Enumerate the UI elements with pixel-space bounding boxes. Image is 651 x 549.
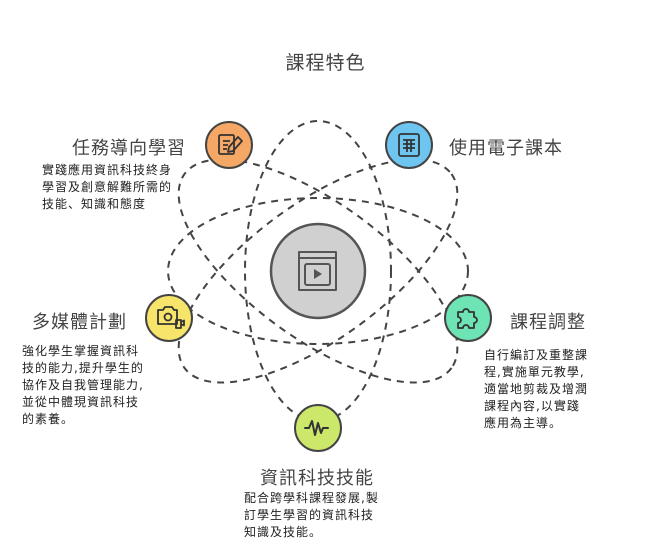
adjust-desc: 自行編訂及重整課 程,實施單元教學, 適當地剪裁及增潤 課程內容,以實踐 應用為…: [484, 347, 588, 432]
multimedia-desc-line: 協作及自我管理能力,: [22, 378, 144, 392]
orbit-diagonal-a: [177, 158, 459, 384]
orbit-group: [167, 120, 469, 422]
multimedia-desc: 強化學生掌握資訊科 技的能力,提升學生的 協作及自我管理能力, 並從中體現資訊科…: [22, 343, 144, 428]
center-hub: [269, 222, 367, 320]
node-skills: [294, 404, 342, 452]
orbit-horizontal: [167, 197, 469, 345]
multimedia-label: 多媒體計劃: [32, 312, 127, 333]
pencil-clipboard-icon: [218, 134, 243, 155]
multimedia-desc-line: 的素養。: [22, 412, 75, 426]
adjust-desc-line: 應用為主導。: [484, 416, 563, 430]
task-desc-line: 實踐應用資訊科技終身: [42, 163, 173, 177]
skills-desc-line: 知識及技能。: [244, 525, 323, 539]
orbit-vertical: [244, 120, 392, 422]
node-multimedia: [145, 294, 193, 342]
video-book-icon: [298, 251, 337, 291]
waveform-icon: [304, 420, 329, 436]
multimedia-desc-line: 並從中體現資訊科技: [22, 395, 140, 409]
skills-desc-line: 訂學生學習的資訊科技: [244, 508, 375, 522]
multimedia-desc-line: 強化學生掌握資訊科: [22, 344, 140, 358]
adjust-desc-line: 適當地剪裁及增潤: [484, 382, 589, 396]
adjust-desc-line: 課程內容,以實踐: [484, 399, 580, 413]
skills-desc: 配合跨學科課程發展,製 訂學生學習的資訊科技 知識及技能。: [244, 490, 379, 541]
camera-video-icon: [157, 306, 185, 329]
orbit-diagonal-b: [177, 158, 459, 384]
skills-label: 資訊科技技能: [260, 468, 374, 489]
adjust-desc-line: 程,實施單元教學,: [484, 365, 585, 379]
node-adjust: [444, 294, 492, 342]
adjust-desc-line: 自行編訂及重整課: [484, 348, 589, 362]
ebook-label: 使用電子課本: [449, 138, 563, 159]
task-desc: 實踐應用資訊科技終身 學習及創意解難所需的 技能、知識和態度: [42, 162, 172, 213]
diagram-title: 課程特色: [285, 52, 366, 74]
puzzle-icon: [457, 308, 478, 329]
task-label: 任務導向學習: [72, 138, 186, 159]
adjust-label: 課程調整: [510, 312, 586, 333]
ebook-reader-icon: [398, 133, 420, 157]
task-desc-line: 技能、知識和態度: [42, 197, 147, 211]
multimedia-desc-line: 技的能力,提升學生的: [22, 361, 144, 375]
task-desc-line: 學習及創意解難所需的: [42, 180, 173, 194]
node-task: [205, 121, 253, 169]
node-ebook: [385, 121, 433, 169]
skills-desc-line: 配合跨學科課程發展,製: [244, 491, 379, 505]
